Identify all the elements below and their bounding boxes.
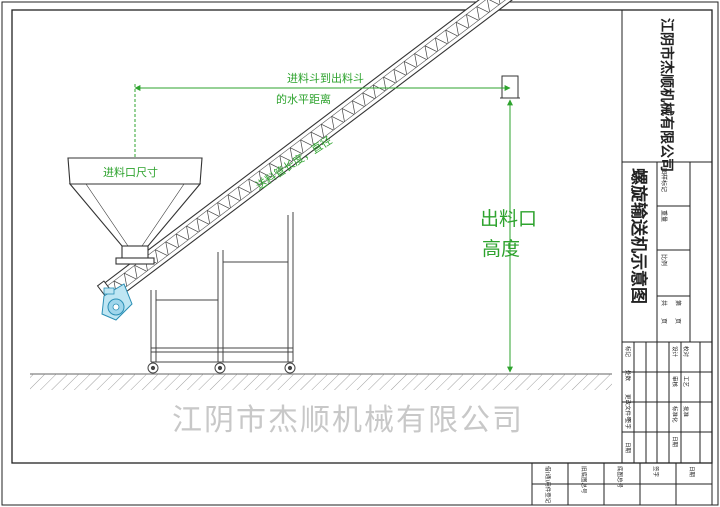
screw-flight — [175, 233, 189, 248]
screw-flight — [403, 61, 417, 75]
screw-flight — [497, 0, 510, 5]
sign-cell: 设计 — [671, 346, 679, 358]
screw-flight — [227, 194, 241, 208]
screw-flight — [362, 92, 375, 107]
label-horizontal-distance: 进料斗到出料斗 的水平距离 — [276, 71, 368, 106]
drawing-title-vertical: 螺旋输送机示意图 — [628, 168, 649, 304]
screw-flight — [331, 116, 344, 130]
screw-flight — [155, 249, 168, 263]
bottom-cell: 旧底图总号 — [580, 466, 588, 494]
screw-flight — [206, 210, 220, 224]
screw-flight — [186, 225, 199, 240]
bottom-cell: 日期 — [688, 466, 695, 478]
sign-cell: 工艺 — [682, 376, 689, 388]
screw-flight — [165, 241, 178, 256]
label-outlet-height-2: 高度 — [482, 238, 520, 260]
screw-flight — [476, 6, 489, 20]
screw-flight — [258, 170, 272, 185]
screw-flight — [237, 186, 251, 201]
title-cell: 页 — [674, 318, 681, 324]
bottom-strip-cells: 借(通)用件登记 旧底图总号 底图总号 签字 日期 — [544, 466, 695, 504]
company-watermark: 江阴市杰顺机械有限公司 — [172, 403, 524, 438]
screw-flight — [196, 217, 210, 232]
company-name-vertical: 江阴市杰顺机械有限公司 — [658, 18, 675, 172]
screw-flight — [341, 108, 355, 122]
screw-flight — [134, 265, 147, 279]
screw-flight — [289, 147, 303, 161]
screw-flight — [320, 123, 334, 138]
feed-hopper — [67, 157, 203, 265]
label-outlet-height-1: 出料口 — [480, 208, 537, 230]
title-cell: 页 — [660, 318, 667, 324]
screw-flight — [123, 272, 137, 287]
screw-flight — [393, 68, 407, 83]
horizontal-distance-dimension — [134, 84, 511, 158]
support-frame — [150, 212, 294, 363]
bottom-cell: 借(通)用件登记 — [544, 466, 552, 504]
revision-cell: 处数 — [624, 370, 632, 382]
revision-cell: 签字 — [624, 418, 632, 430]
title-block-revision-cells: 标记处数更改文件号签字日期 设计校对审核工艺标准化批准日期 — [624, 346, 690, 454]
title-cell: 共 — [660, 300, 668, 306]
title-cell: 比例 — [660, 254, 668, 266]
sign-cell: 标准化 — [671, 406, 679, 423]
screw-flight — [248, 178, 261, 193]
drive-motor — [101, 283, 133, 321]
caster-wheels — [147, 362, 296, 374]
bottom-strip — [531, 462, 713, 506]
sign-cell: 日期 — [671, 436, 678, 448]
screw-flight — [445, 29, 458, 44]
screw-flight — [455, 21, 469, 36]
screw-flight — [217, 202, 230, 216]
revision-cell: 日期 — [624, 442, 631, 454]
screw-flight — [424, 45, 438, 60]
sign-cell: 批准 — [682, 406, 690, 418]
title-cell: 重量 — [660, 210, 668, 222]
title-cell: 图样标记 — [660, 168, 668, 192]
bottom-cell: 底图总号 — [616, 466, 624, 489]
sign-cell: 审核 — [671, 376, 679, 388]
screw-flight — [300, 139, 313, 154]
ground — [30, 373, 612, 390]
bottom-cell: 签字 — [652, 466, 660, 478]
title-cell: 第 — [674, 300, 682, 306]
discharge-outlet — [500, 75, 520, 99]
revision-cell: 更改文件号 — [624, 394, 632, 422]
screw-flight — [414, 53, 427, 67]
screw-flight — [269, 163, 282, 177]
screw-flight — [279, 155, 292, 169]
sign-cell: 校对 — [682, 346, 690, 358]
screw-flight — [435, 37, 448, 52]
screw-flight — [466, 14, 479, 28]
title-block — [621, 9, 713, 464]
screw-flight — [486, 0, 500, 12]
label-inlet-size: 进料口尺寸 — [103, 165, 158, 179]
screw-flight — [352, 100, 365, 114]
revision-cell: 标记 — [624, 346, 632, 358]
screw-flight — [310, 131, 324, 146]
